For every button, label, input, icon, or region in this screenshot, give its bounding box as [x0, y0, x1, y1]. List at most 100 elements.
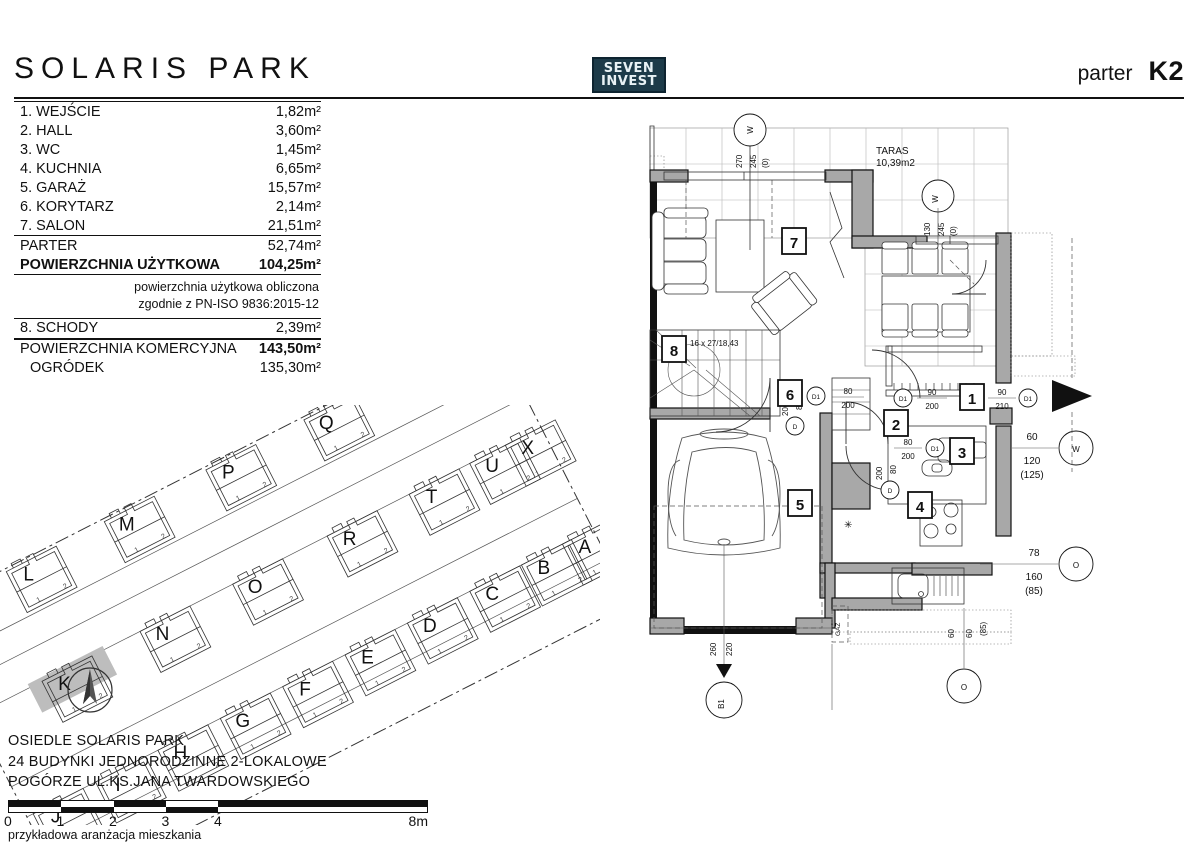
site-unit-sublabel: 1 — [36, 596, 43, 604]
svg-text:(85): (85) — [979, 621, 988, 636]
site-unit-sublabel: 1 — [438, 519, 445, 527]
site-unit-d[interactable]: 12 — [404, 592, 479, 665]
site-unit-label-l: L — [23, 564, 34, 585]
svg-text:80: 80 — [904, 438, 913, 447]
room-name: 6. KORYTARZ — [20, 198, 114, 215]
svg-text:7: 7 — [790, 235, 798, 252]
table-row-floor-sum: PARTER 52,74m² — [14, 236, 321, 255]
site-unit-l[interactable]: 12 — [3, 541, 78, 613]
scale-segment — [113, 801, 166, 812]
svg-text:1: 1 — [968, 391, 976, 408]
room-number-markers: 7 8 6 2 1 3 4 5 — [661, 227, 985, 519]
site-unit-label-e: E — [361, 648, 374, 669]
reference-lines — [650, 627, 833, 710]
svg-text:90: 90 — [928, 388, 937, 397]
svg-text:D: D — [793, 424, 798, 431]
svg-text:80: 80 — [889, 465, 898, 474]
project-description: OSIEDLE SOLARIS PARK 24 BUDYNKI JEDNOROD… — [8, 731, 327, 793]
site-unit-t[interactable]: 12 — [406, 464, 481, 536]
table-divider — [14, 317, 321, 319]
garden-value: 135,30m² — [259, 360, 321, 377]
svg-text:60: 60 — [965, 629, 974, 638]
svg-text:60: 60 — [1026, 432, 1038, 443]
site-unit-sublabel: 1 — [535, 470, 542, 478]
room-marker-3: 3 — [949, 437, 975, 465]
scale-segment — [165, 801, 218, 812]
svg-text:220: 220 — [725, 642, 734, 656]
break-line — [829, 191, 845, 279]
site-unit-x[interactable]: 12 — [502, 415, 577, 487]
site-unit-sublabel: 2 — [196, 643, 203, 651]
table-divider — [14, 337, 321, 340]
svg-text:O: O — [961, 683, 967, 692]
site-unit-label-p: P — [222, 463, 235, 484]
room-marker-8: 8 — [661, 335, 687, 363]
site-unit-label-j: J — [51, 807, 61, 825]
scale-segment — [218, 801, 427, 812]
site-unit-label-d: D — [423, 616, 437, 637]
site-unit-label-b: B — [538, 558, 551, 579]
site-unit-h[interactable]: 12 — [155, 719, 230, 792]
site-unit-sublabel: 1 — [356, 561, 363, 569]
site-unit-q[interactable]: 12 — [301, 405, 376, 462]
site-unit-sublabel: 1 — [250, 743, 257, 751]
project-line-2: 24 BUDYNKI JEDNORODZINNE 2-LOKALOWE — [8, 753, 327, 770]
svg-text:2: 2 — [892, 417, 900, 434]
svg-text:O: O — [1073, 561, 1079, 570]
site-unit-sublabel: 1 — [374, 680, 381, 688]
site-unit-sublabel: 1 — [437, 648, 444, 656]
site-unit-sublabel: 1 — [169, 656, 176, 664]
site-unit-r[interactable]: 12 — [324, 505, 399, 578]
site-unit-o[interactable]: 12 — [230, 553, 304, 626]
site-unit-sublabel: 2 — [289, 595, 296, 603]
opening-w-terrace-left: W 270 245 (0) — [733, 113, 770, 168]
page-title: SOLARIS PARK — [14, 52, 316, 85]
car-symbol — [653, 428, 823, 629]
svg-text:260: 260 — [709, 642, 718, 656]
site-unit-n[interactable]: 12 — [137, 601, 212, 673]
svg-text:200: 200 — [875, 466, 884, 480]
site-unit-p[interactable]: 12 — [203, 439, 278, 512]
table-divider — [14, 101, 321, 102]
svg-text:W: W — [931, 195, 940, 203]
site-unit-sublabel: 2 — [401, 666, 408, 674]
site-unit-label-c: C — [485, 584, 499, 605]
svg-text:W: W — [746, 126, 755, 134]
floor-sum-value: 52,74m² — [267, 237, 321, 254]
room-name: 4. KUCHNIA — [20, 160, 102, 177]
scale-segment — [61, 801, 114, 812]
site-unit-g[interactable]: 12 — [217, 688, 292, 760]
room-marker-4: 4 — [907, 491, 933, 519]
site-unit-a[interactable]: 12 — [559, 513, 600, 586]
site-unit-sublabel: 2 — [152, 793, 159, 801]
site-unit-c[interactable]: 12 — [467, 561, 541, 633]
site-unit-j[interactable]: 12 — [30, 783, 105, 825]
seven-invest-logo: SEVEN INVEST — [592, 57, 666, 93]
site-unit-e[interactable]: 12 — [342, 624, 417, 697]
floor-sum-label: PARTER — [20, 237, 78, 254]
table-row-garden: OGRÓDEK 135,30m² — [14, 359, 321, 378]
site-unit-label-m: M — [119, 514, 135, 535]
svg-text:120: 120 — [1024, 456, 1041, 467]
svg-text:60: 60 — [947, 629, 956, 638]
site-unit-u[interactable]: 12 — [467, 433, 541, 505]
site-unit-sublabel: 1 — [551, 590, 558, 598]
svg-text:80: 80 — [844, 387, 853, 396]
site-unit-sublabel: 1 — [499, 616, 506, 624]
site-unit-sublabel: 1 — [312, 711, 319, 719]
room-name: 1. WEJŚCIE — [20, 103, 101, 120]
site-unit-label-a: A — [579, 537, 592, 558]
garden-label: OGRÓDEK — [30, 360, 105, 377]
site-unit-f[interactable]: 12 — [279, 656, 354, 729]
stairs-label: 8. SCHODY — [20, 320, 99, 337]
room-name: 2. HALL — [20, 122, 73, 139]
scale-tick: 3 — [161, 813, 170, 829]
entry-threshold — [885, 345, 983, 397]
site-unit-m[interactable]: 12 — [101, 491, 176, 564]
site-unit-k[interactable]: 12 — [27, 645, 125, 729]
svg-text:3: 3 — [958, 445, 966, 462]
floor-label: parter — [1077, 62, 1133, 85]
star-symbol: ✳ — [844, 520, 852, 531]
site-unit-sublabel: 2 — [98, 693, 105, 701]
